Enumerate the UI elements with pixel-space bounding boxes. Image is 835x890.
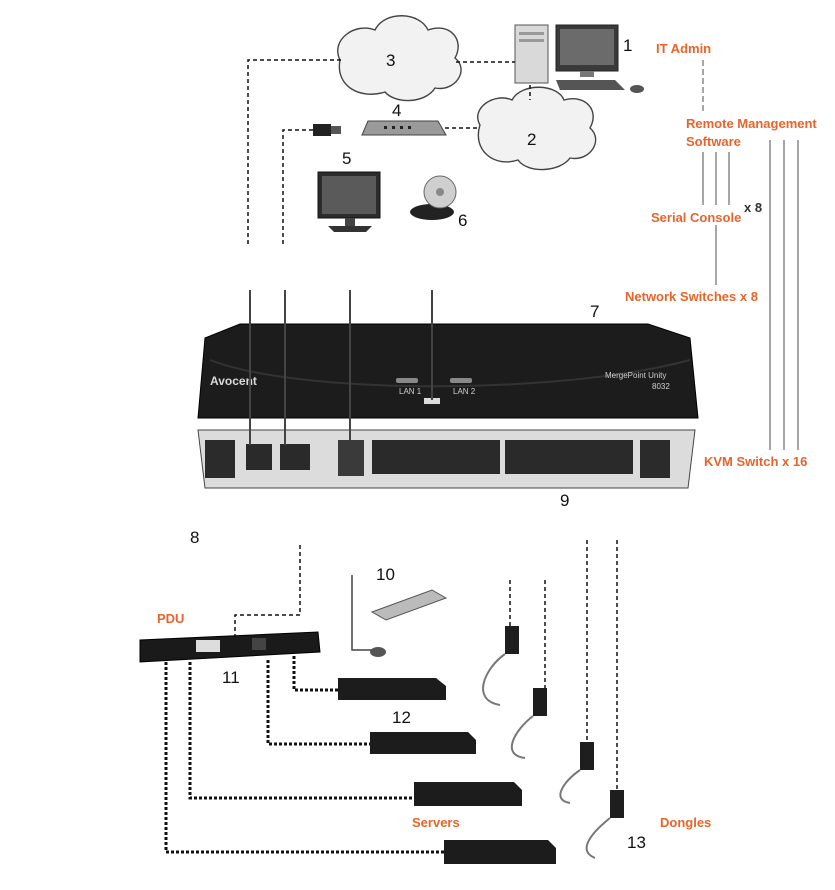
legend-lines (702, 60, 799, 450)
callout-5: 5 (342, 149, 351, 168)
label-dongles: Dongles (660, 815, 711, 830)
it-admin-workstation (514, 24, 644, 93)
cloud-network-2 (477, 86, 597, 171)
device-model-line1: MergePoint Unity (605, 371, 666, 380)
local-monitor (317, 171, 381, 232)
device-brand: Avocent (210, 374, 257, 388)
callout-10: 10 (376, 565, 395, 584)
lan2-label: LAN 2 (453, 387, 476, 396)
kvm-appliance: Avocent MergePoint Unity 8032 LAN 1 LAN … (197, 323, 699, 489)
label-remote-mgmt-1: Remote Management (686, 116, 817, 131)
callout-8: 8 (190, 528, 199, 547)
pdu-strip (139, 631, 321, 663)
virtual-media-cd (410, 175, 457, 220)
label-kvm-switch: KVM Switch x 16 (704, 454, 807, 469)
label-serial-console: Serial Console (651, 210, 741, 225)
cloud-network-3 (337, 15, 462, 102)
label-pdu: PDU (157, 611, 184, 626)
label-it-admin: IT Admin (656, 41, 711, 56)
callout-9: 9 (560, 491, 569, 510)
device-model-line2: 8032 (652, 382, 670, 391)
servers (338, 678, 556, 864)
callout-6: 6 (458, 211, 467, 230)
label-x8: x 8 (744, 200, 762, 215)
callout-12: 12 (392, 708, 411, 727)
callout-13: 13 (627, 833, 646, 852)
label-servers: Servers (412, 815, 460, 830)
callout-11: 11 (222, 668, 240, 687)
callout-4: 4 (392, 101, 401, 120)
dongles (482, 626, 624, 859)
cables (164, 59, 618, 854)
serial-modem-device (313, 120, 447, 136)
label-remote-mgmt-2: Software (686, 134, 741, 149)
label-network-switches: Network Switches x 8 (625, 289, 758, 304)
local-keyboard-mouse (370, 589, 448, 657)
callout-3: 3 (386, 51, 395, 70)
callout-2: 2 (527, 130, 536, 149)
callout-7: 7 (590, 302, 599, 321)
callout-1: 1 (623, 36, 632, 55)
lan1-label: LAN 1 (399, 387, 422, 396)
